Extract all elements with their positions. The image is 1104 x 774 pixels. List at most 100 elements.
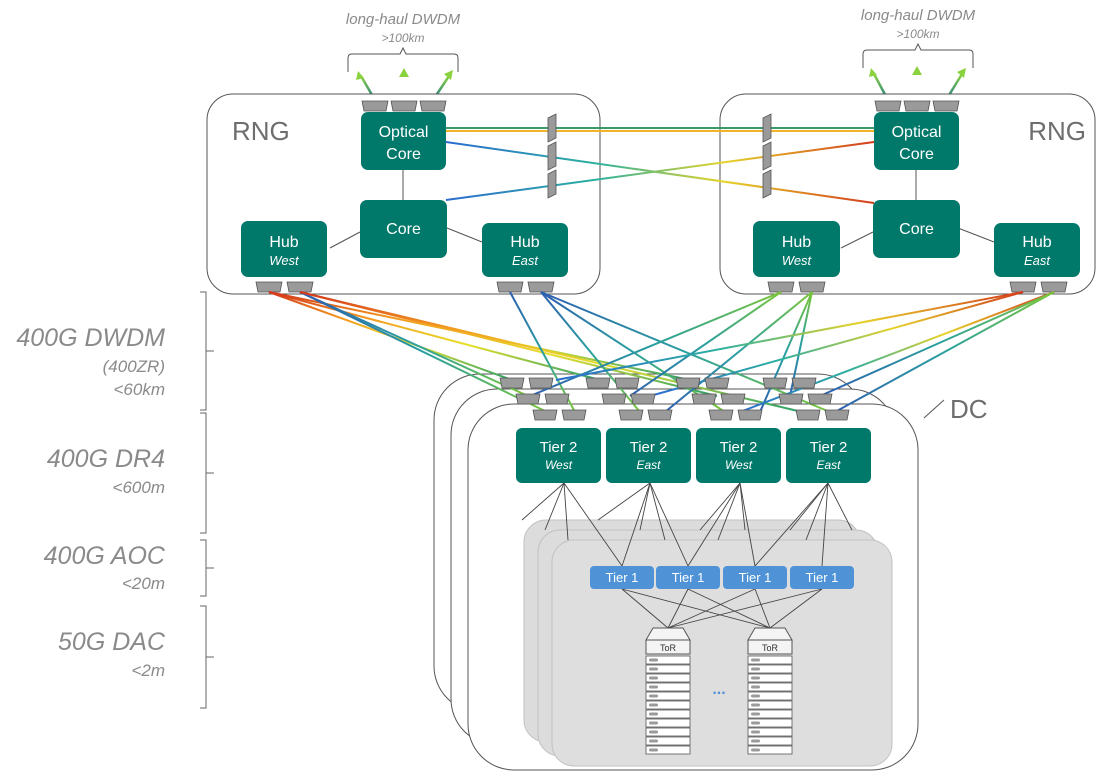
optical-core-box[interactable]: Optical Core — [874, 112, 959, 170]
arrow-up-icon — [957, 68, 966, 78]
server-led-icon — [751, 676, 760, 680]
link-type-name: 400G AOC — [44, 542, 166, 570]
server-led-icon — [649, 730, 658, 734]
hub-east-box[interactable]: Hub East — [482, 223, 568, 277]
hub-side-label: West — [782, 253, 813, 268]
tor-rack-left[interactable]: ToR — [645, 627, 691, 755]
link-type-detail: <20m — [122, 574, 165, 593]
bracket-dwdm — [200, 291, 214, 411]
tier2-label: Tier 2 — [540, 439, 578, 456]
tier2-tier1-links — [521, 482, 853, 567]
tier2-box-2[interactable]: Tier 2 East — [606, 428, 691, 483]
long-haul-title: long-haul DWDM — [346, 11, 461, 28]
server-stack — [747, 655, 793, 755]
dc-pointer — [923, 399, 945, 419]
server-led-icon — [649, 658, 658, 662]
server-led-icon — [649, 703, 658, 707]
hub-side-label: East — [1024, 253, 1051, 268]
transceiver-icon — [932, 100, 960, 112]
optical-core-label: Core — [386, 146, 421, 163]
tier1-box-3[interactable]: Tier 1 — [723, 566, 787, 589]
server-led-icon — [751, 685, 760, 689]
rng-right-title: RNG — [1028, 116, 1086, 146]
hub-east-box[interactable]: Hub East — [994, 223, 1080, 277]
tier1-box-4[interactable]: Tier 1 — [790, 566, 854, 589]
core-box[interactable]: Core — [360, 200, 447, 258]
server-led-icon — [649, 712, 658, 716]
server-led-icon — [751, 721, 760, 725]
optical-core-box[interactable]: Optical Core — [361, 112, 446, 170]
arrow-up-icon — [444, 70, 453, 80]
tier1-tor-links — [621, 588, 823, 629]
hub-west-box[interactable]: Hub West — [753, 221, 840, 277]
server-led-icon — [649, 721, 658, 725]
core-label: Core — [386, 221, 421, 238]
server-led-icon — [751, 667, 760, 671]
tier2-side-label: East — [636, 458, 661, 472]
rng-transceivers — [255, 100, 1068, 293]
server-led-icon — [649, 685, 658, 689]
link-type-name: 400G DWDM — [16, 324, 165, 352]
server-unit — [747, 700, 793, 710]
server-unit — [645, 736, 691, 746]
server-unit — [645, 709, 691, 719]
rng-left-title: RNG — [232, 116, 290, 146]
bracket-aoc — [200, 539, 214, 597]
link-type-detail: <60km — [114, 380, 166, 399]
tier1-box-1[interactable]: Tier 1 — [590, 566, 654, 589]
hub-west-box[interactable]: Hub West — [241, 221, 327, 277]
transceiver-icon — [255, 281, 283, 293]
dc-title: DC — [950, 394, 988, 424]
core-box[interactable]: Core — [873, 200, 960, 258]
rng-internal-links — [329, 170, 995, 249]
link-type-detail: <600m — [113, 478, 165, 497]
server-unit — [747, 691, 793, 701]
transceiver-icon — [496, 281, 524, 293]
tier2-side-label: East — [816, 458, 841, 472]
tier1-box-2[interactable]: Tier 1 — [656, 566, 720, 589]
server-led-icon — [751, 712, 760, 716]
tor-switch-icon — [645, 627, 691, 641]
arrow-up-icon — [356, 71, 364, 80]
server-led-icon — [751, 694, 760, 698]
brace-icon — [862, 42, 974, 68]
arrow-up-icon — [869, 68, 877, 77]
tier2-box-4[interactable]: Tier 2 East — [786, 428, 871, 483]
tier1-label: Tier 1 — [672, 570, 705, 585]
long-haul-label-left: long-haul DWDM >100km — [346, 11, 461, 72]
patch-panels — [547, 113, 772, 199]
server-unit — [645, 691, 691, 701]
bracket-dac — [200, 605, 214, 709]
server-unit — [645, 718, 691, 728]
long-haul-label-right: long-haul DWDM >100km — [861, 7, 976, 68]
transceiver-icon — [361, 100, 389, 112]
hub-label: Hub — [269, 234, 298, 251]
tier2-box-1[interactable]: Tier 2 West — [516, 428, 601, 483]
tor-label: ToR — [762, 643, 779, 653]
server-unit — [747, 664, 793, 674]
server-unit — [645, 664, 691, 674]
tier1-row: Tier 1 Tier 1 Tier 1 Tier 1 — [590, 566, 854, 589]
server-led-icon — [751, 748, 760, 752]
server-unit — [645, 700, 691, 710]
tor-rack-right[interactable]: ToR — [747, 627, 793, 755]
server-led-icon — [751, 658, 760, 662]
tier1-label: Tier 1 — [806, 570, 839, 585]
server-led-icon — [751, 730, 760, 734]
long-haul-distance: >100km — [896, 27, 939, 41]
server-unit — [645, 682, 691, 692]
transceiver-icon — [1040, 281, 1068, 293]
server-led-icon — [649, 676, 658, 680]
server-unit — [747, 709, 793, 719]
tier2-side-label: West — [725, 458, 753, 472]
optical-core-interconnects — [445, 127, 875, 204]
arrow-up-icon — [912, 66, 922, 75]
link-type-aoc: 400G AOC <20m — [44, 542, 166, 593]
link-type-detail: <2m — [131, 661, 165, 680]
server-led-icon — [649, 748, 658, 752]
tier1-label: Tier 1 — [606, 570, 639, 585]
tor-label: ToR — [660, 643, 677, 653]
tier2-box-3[interactable]: Tier 2 West — [696, 428, 781, 483]
tier1-label: Tier 1 — [739, 570, 772, 585]
